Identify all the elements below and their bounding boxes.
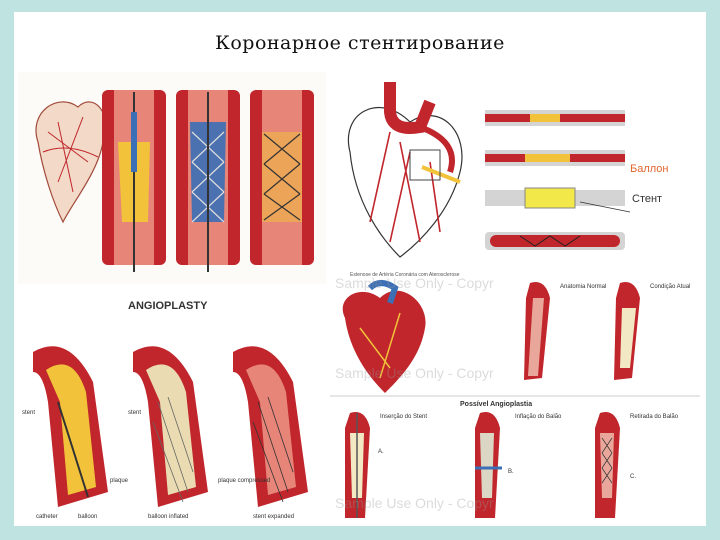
angioplastia-stage-b	[475, 412, 502, 518]
title-band	[14, 12, 706, 66]
label-stent: Стент	[632, 193, 662, 205]
label-anatomia-normal: Anatomia Normal	[560, 284, 606, 290]
artery-stage-2	[176, 90, 240, 272]
panel-heart-stent-schematic: Баллон Стент	[330, 72, 684, 264]
panel-heart-artery-stages	[18, 72, 326, 284]
angioplasty-heading: ANGIOPLASTY	[128, 300, 208, 312]
angioplasty-vessel-3	[233, 346, 308, 507]
watermark-2: Sample Use Only - Copyr	[335, 365, 494, 381]
panel-angioplasty: ANGIOPLASTY stent catheter balloon plaqu…	[18, 292, 326, 524]
slide-frame-right	[706, 0, 720, 540]
angioplastia-stage-a	[345, 412, 370, 518]
angioplasty-vessel-1	[33, 346, 108, 507]
slide-title: Коронарное стентирование	[215, 32, 505, 54]
label-stent-2: stent	[128, 410, 141, 416]
label-catheter: catheter	[36, 514, 58, 520]
letter-a: A.	[378, 449, 384, 455]
vessel-diagram-4	[485, 232, 625, 250]
watermark-3: Sample Use Only - Copyr	[335, 495, 494, 511]
label-possivel-angioplastia: Possível Angioplastia	[460, 401, 532, 408]
label-insercao-stent: Inserção do Stent	[380, 414, 427, 420]
slide-frame-left	[0, 0, 14, 540]
angioplastia-stage-c	[595, 412, 620, 518]
angioplasty-illustration: stent catheter balloon plaque stent ball…	[22, 346, 308, 520]
label-inflacao-balao: Inflação do Balão	[515, 414, 562, 420]
heart-sketch-icon	[35, 101, 107, 224]
artery-stage-1	[102, 90, 166, 272]
label-plaque-compressed: plaque compressed	[218, 478, 270, 484]
label-condicao-atual: Condição Atual	[650, 284, 690, 290]
angioplasty-vessel-2	[133, 346, 208, 507]
angioplastia-illustration: Estenose de Artéria Coronária com Ateros…	[330, 272, 700, 518]
letter-c: C.	[630, 474, 636, 480]
vessel-diagram-3	[485, 187, 631, 213]
label-balloon-inflated: balloon inflated	[148, 514, 188, 520]
panel-angioplastia-pt: Estenose de Artéria Coronária com Ateros…	[330, 268, 700, 524]
slide-frame-bottom	[0, 526, 720, 540]
label-stent-expanded: stent expanded	[253, 514, 294, 520]
heart-schematic-illustration: Баллон Стент	[347, 82, 669, 258]
heart-realistic-icon	[342, 280, 426, 393]
caption-estenose: Estenose de Artéria Coronária com Ateros…	[350, 272, 460, 278]
vessel-diagram-2	[485, 150, 625, 166]
label-plaque: plaque	[110, 478, 129, 484]
heart-outline-icon	[347, 82, 463, 258]
label-retirada-balao: Retirada do Balão	[630, 414, 679, 420]
label-balloon: Баллон	[630, 163, 669, 175]
slide-frame-top	[0, 0, 720, 12]
label-balloon-1: balloon	[78, 514, 97, 520]
artery-stage-3	[250, 90, 314, 265]
watermark-1: Sample Use Only - Copyr	[335, 275, 494, 291]
vessel-diagram-1	[485, 110, 625, 126]
label-stent-1: stent	[22, 410, 35, 416]
letter-b: B.	[508, 469, 514, 475]
artery-current	[614, 282, 640, 380]
artery-stages-illustration	[35, 90, 314, 272]
artery-normal	[524, 282, 550, 380]
